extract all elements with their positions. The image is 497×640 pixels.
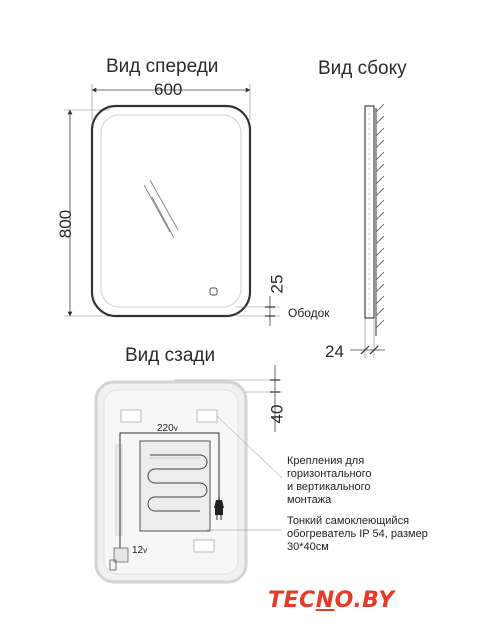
touch-sensor-icon xyxy=(209,287,218,296)
mount-top-right xyxy=(196,409,218,423)
heater-note: Тонкий самоклеющийся обогреватель IP 54,… xyxy=(287,515,428,553)
transformer-12v xyxy=(113,547,129,563)
back-view-title: Вид сзади xyxy=(125,345,216,366)
voltage-220-label: 220v xyxy=(157,423,178,434)
bezel-dimension: 25 xyxy=(267,274,287,294)
mirror-outline xyxy=(90,104,252,318)
bezel-label: Ободок xyxy=(288,306,330,320)
mount-bottom-right xyxy=(193,539,215,553)
back-view xyxy=(94,365,283,584)
width-dimension: 600 xyxy=(154,80,183,99)
power-plug-icon xyxy=(214,497,224,520)
height-dimension: 800 xyxy=(56,209,76,239)
brand-logo[interactable]: TECNO.BY xyxy=(268,588,395,613)
mount-top-left xyxy=(120,409,142,423)
voltage-12-label: 12v xyxy=(132,545,148,556)
depth-dimension: 24 xyxy=(325,342,344,361)
heater-coil xyxy=(147,454,208,512)
side-view xyxy=(350,103,385,358)
offset-dimension: 40 xyxy=(267,404,287,424)
heater-pad xyxy=(139,440,211,532)
mirror-side xyxy=(364,105,375,319)
front-view-title: Вид спереди xyxy=(106,56,219,77)
mounts-note: Крепления для горизонтального и вертикал… xyxy=(287,455,372,506)
side-view-title: Вид сбоку xyxy=(318,58,407,79)
leader-mounts xyxy=(216,415,283,479)
front-view xyxy=(64,84,280,326)
